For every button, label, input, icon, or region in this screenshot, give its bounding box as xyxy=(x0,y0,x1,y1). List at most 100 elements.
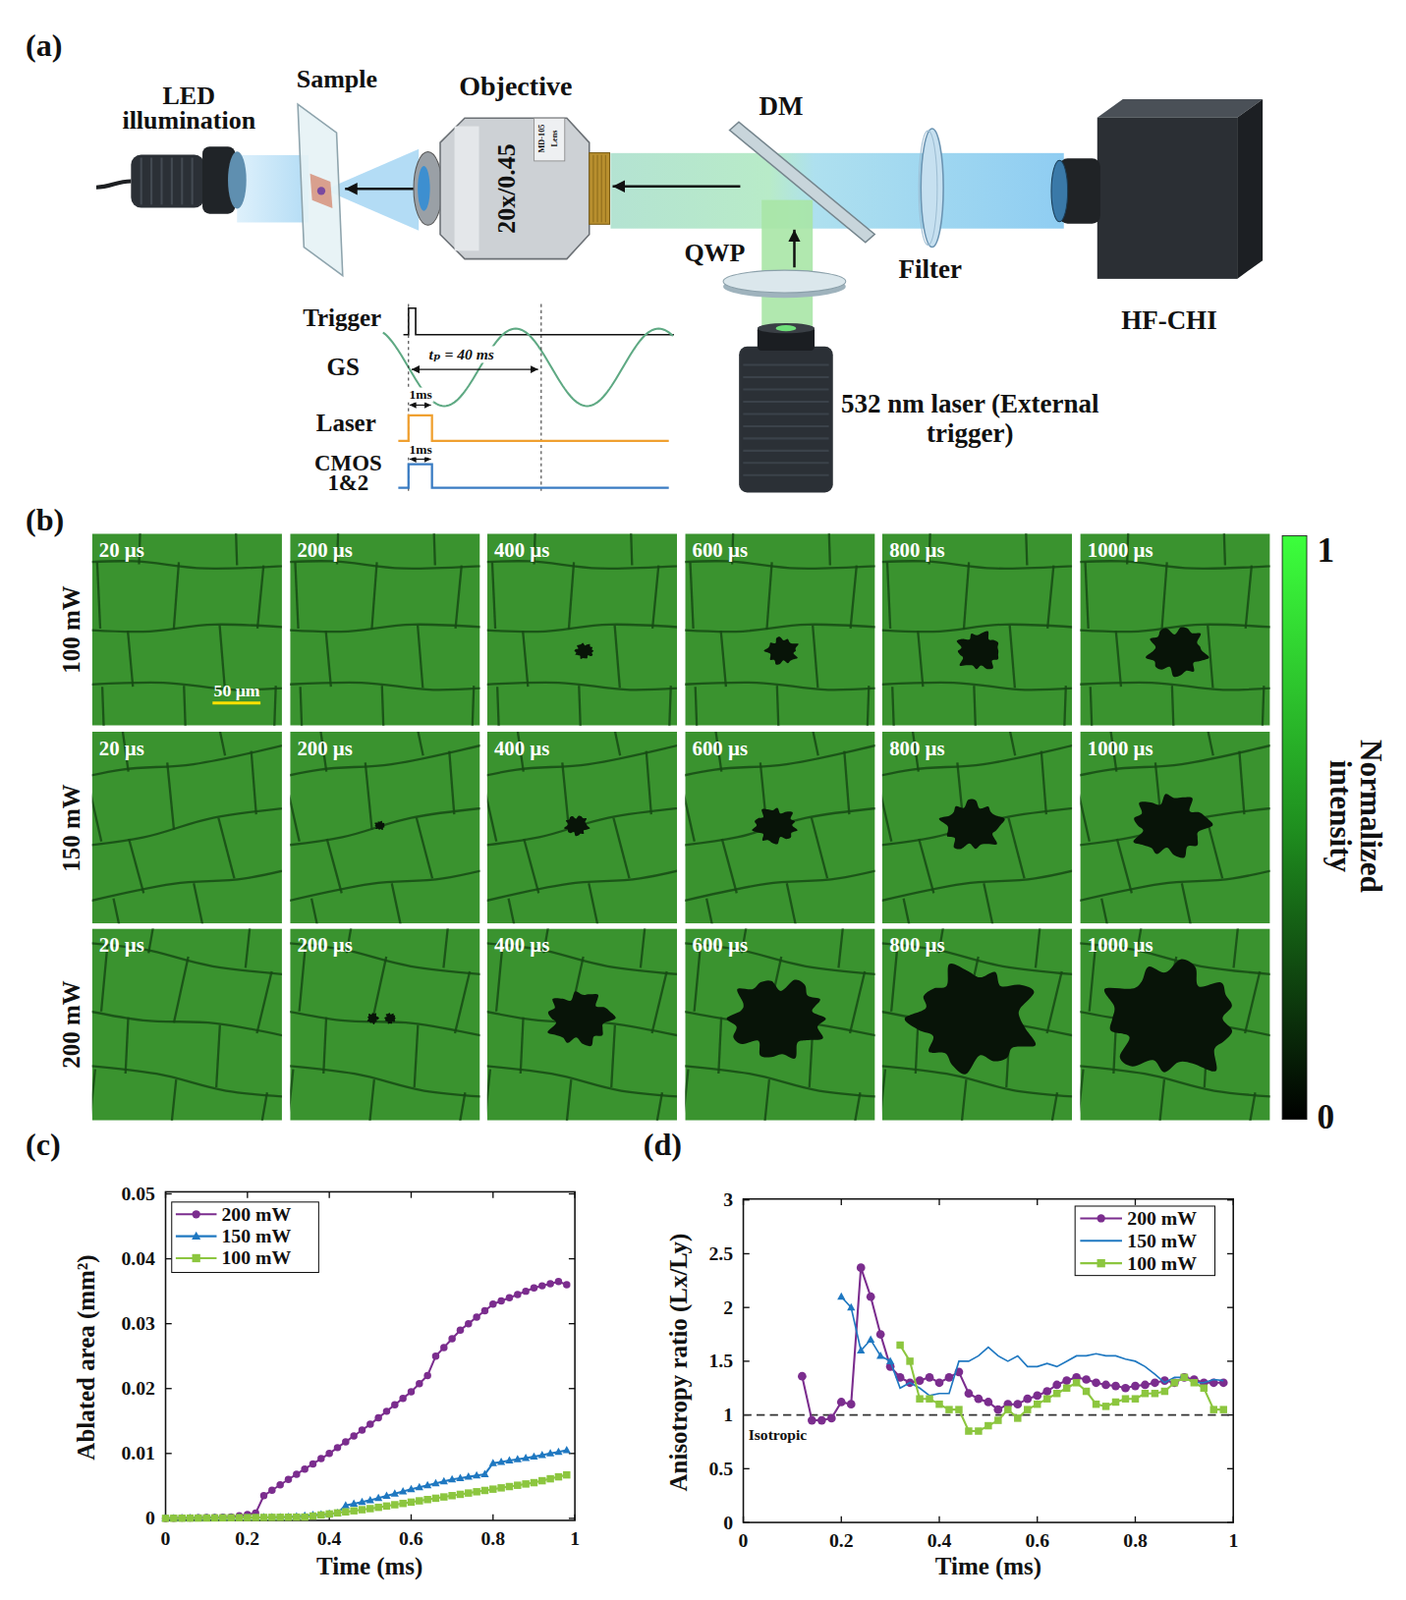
objective-body xyxy=(440,118,590,260)
data-marker xyxy=(162,1515,169,1522)
data-marker xyxy=(472,1471,481,1479)
data-marker xyxy=(521,1288,529,1295)
ablation-spot xyxy=(547,991,616,1047)
cell-wall xyxy=(409,1025,424,1088)
axis-tick xyxy=(166,1323,172,1325)
signal-label: CMOS 1&2 xyxy=(306,453,391,493)
cell-wall xyxy=(274,685,277,727)
cell-wall xyxy=(443,751,460,816)
component-shape xyxy=(96,147,247,216)
cell-walls xyxy=(487,731,677,924)
laser-signal xyxy=(397,415,669,442)
data-marker xyxy=(866,1293,876,1302)
cell-wall xyxy=(607,731,620,757)
data-marker xyxy=(202,1515,210,1522)
component-drawing xyxy=(122,142,251,217)
cell-wall xyxy=(410,731,424,757)
axis-tick xyxy=(1233,1517,1235,1523)
time-stamp: 200 µs xyxy=(296,539,352,563)
scale-label: 50 µm xyxy=(214,681,261,701)
data-marker xyxy=(234,1514,243,1521)
cell-wall xyxy=(92,1069,98,1122)
laser-ridge xyxy=(743,474,830,477)
tick-label: 0.02 xyxy=(120,1378,156,1401)
data-marker xyxy=(415,1497,423,1505)
microscope-frame xyxy=(882,928,1072,1121)
cell-wall xyxy=(1079,1069,1085,1122)
data-marker xyxy=(489,1485,497,1493)
data-marker xyxy=(945,1373,955,1383)
component-drawing xyxy=(913,127,947,249)
cell-wall xyxy=(882,1115,1072,1122)
data-marker xyxy=(464,1320,472,1328)
optical-component: Sample xyxy=(295,102,345,279)
cell-wall xyxy=(289,1001,480,1047)
cell-wall xyxy=(805,731,819,757)
data-marker xyxy=(358,1426,366,1434)
data-marker xyxy=(905,1357,913,1365)
laser-ridge xyxy=(743,389,830,392)
cell-wall xyxy=(918,838,934,895)
cell-walls xyxy=(882,928,1072,1121)
axis-tick xyxy=(1227,1199,1234,1201)
cell-wall xyxy=(487,561,677,569)
cell-wall xyxy=(1244,1092,1255,1122)
data-marker xyxy=(562,1446,571,1454)
frame-ground xyxy=(487,533,677,726)
cell-wall xyxy=(1161,562,1167,630)
tissue-spot xyxy=(317,186,326,195)
data-marker xyxy=(398,1395,406,1403)
data-marker xyxy=(837,1398,846,1407)
cell-wall xyxy=(366,1079,377,1122)
data-marker xyxy=(194,1514,202,1521)
legend-box xyxy=(171,1202,320,1274)
tick-label: 0.01 xyxy=(120,1443,156,1465)
microscope-frame xyxy=(1079,928,1270,1121)
data-marker xyxy=(349,1499,358,1507)
cell-wall xyxy=(455,565,462,629)
data-marker xyxy=(1032,1392,1042,1402)
axis-tick xyxy=(492,1191,494,1198)
optical-component: 532 nm laser (External trigger) xyxy=(734,324,838,493)
axis-tick xyxy=(743,1360,750,1362)
ablation-spot xyxy=(1132,793,1213,858)
component-drawing xyxy=(734,324,838,493)
cell-wall xyxy=(777,685,780,727)
data-marker xyxy=(1052,1381,1062,1391)
cell-wall xyxy=(97,562,101,629)
laser-beam xyxy=(761,200,813,328)
data-marker xyxy=(177,1515,185,1522)
legend-sample xyxy=(1079,1214,1123,1223)
thread-ridge xyxy=(605,155,607,224)
cell-wall xyxy=(508,898,521,924)
data-marker xyxy=(191,1232,201,1240)
cell-wall xyxy=(471,685,474,727)
cell-walls xyxy=(289,533,480,726)
cell-wall xyxy=(492,562,496,629)
data-marker xyxy=(837,1293,845,1300)
objective-nose xyxy=(413,152,443,226)
data-marker xyxy=(807,1416,817,1426)
data-marker xyxy=(292,1514,300,1521)
data-marker xyxy=(555,1278,563,1286)
cell-wall xyxy=(289,1115,480,1122)
data-marker xyxy=(357,1498,366,1506)
axis-tick xyxy=(841,1517,843,1523)
panel-letter: (b) xyxy=(25,503,64,538)
cell-wall xyxy=(497,686,500,726)
tick-label: 0.4 xyxy=(317,1528,342,1551)
data-marker xyxy=(1102,1403,1110,1410)
component-shape xyxy=(1051,99,1263,280)
data-marker xyxy=(448,1492,455,1500)
component-label: Objective xyxy=(458,71,572,103)
cell-wall xyxy=(684,624,875,632)
data-marker xyxy=(185,1514,194,1521)
colorbar-label: 1 xyxy=(1317,532,1336,571)
time-stamp: 1000 µs xyxy=(1087,736,1154,760)
axis-tick xyxy=(743,1199,750,1201)
cell-wall xyxy=(882,911,1072,924)
cell-wall xyxy=(882,682,1072,690)
microscope-frame xyxy=(882,533,1072,726)
data-marker xyxy=(1210,1406,1218,1413)
data-marker xyxy=(1190,1379,1198,1387)
